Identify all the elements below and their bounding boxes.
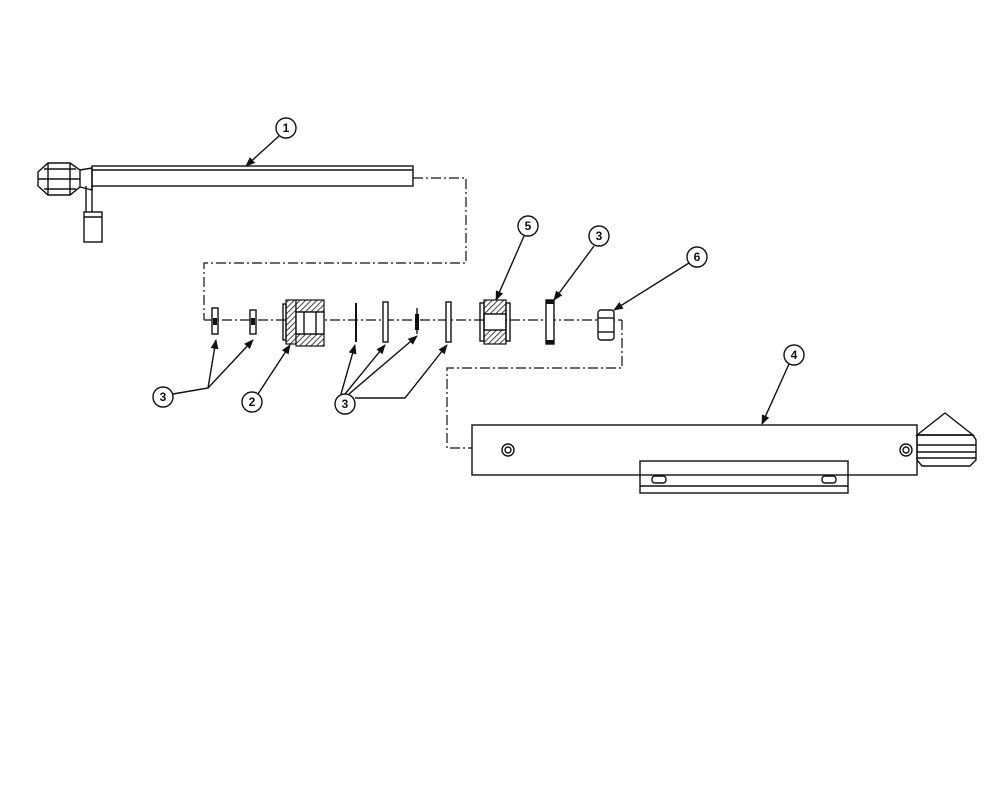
svg-text:3: 3 xyxy=(596,229,603,243)
svg-text:1: 1 xyxy=(283,121,290,135)
part-6-nut xyxy=(597,309,615,341)
callout-3-right: 3 xyxy=(553,225,610,301)
svg-text:6: 6 xyxy=(694,250,701,264)
svg-text:4: 4 xyxy=(791,348,798,362)
seal-ring-3b xyxy=(249,309,257,335)
part-1-cylinder-barrel xyxy=(37,162,414,243)
part-2-gland xyxy=(282,299,325,347)
svg-text:3: 3 xyxy=(160,390,167,404)
callout-2: 2 xyxy=(241,344,291,413)
callout-6: 6 xyxy=(613,246,708,311)
callout-5: 5 xyxy=(495,215,539,301)
callout-3-left: 3 xyxy=(152,339,254,408)
assembly-path-upper xyxy=(203,177,467,320)
part-4-piston-rod xyxy=(471,412,977,494)
svg-text:5: 5 xyxy=(525,219,532,233)
seal-ring-3d xyxy=(382,301,389,343)
callout-1: 1 xyxy=(245,117,297,167)
callout-4: 4 xyxy=(761,344,805,425)
part-5-piston xyxy=(479,299,511,345)
assembly-path-lower xyxy=(446,320,623,449)
seal-ring-3g xyxy=(545,299,555,345)
seal-ring-3e xyxy=(415,308,419,334)
seal-ring-3f xyxy=(445,301,452,343)
callout-3-middle: 3 xyxy=(334,335,448,415)
seal-ring-3a xyxy=(211,307,219,335)
svg-text:3: 3 xyxy=(342,397,349,411)
svg-text:2: 2 xyxy=(249,395,256,409)
